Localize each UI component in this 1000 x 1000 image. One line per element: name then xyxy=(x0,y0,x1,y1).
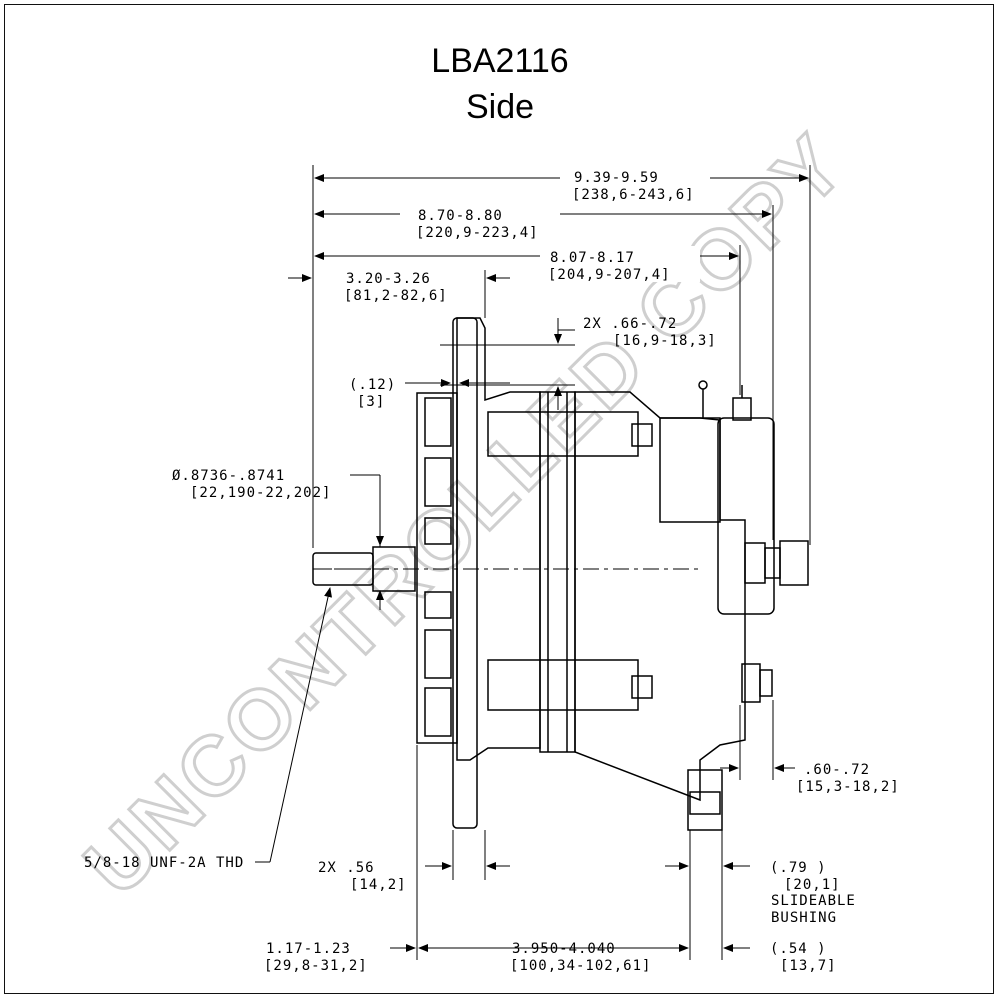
dim-bottom-left-mm: [29,8-31,2] xyxy=(264,958,368,974)
drawing-title: LBA2116 xyxy=(431,42,569,80)
dim-length-c: 8.07-8.17 xyxy=(550,250,635,266)
dim-thread: 5/8-18 UNF-2A THD xyxy=(84,855,244,871)
dim-ear-2x-mm: [16,9-18,3] xyxy=(613,333,717,349)
dim-front-length: 3.20-3.26 xyxy=(346,271,431,287)
drawing-border xyxy=(4,4,994,994)
dim-bottom-mid: 3.950-4.040 xyxy=(512,941,616,957)
dim-bushing-label-2: BUSHING xyxy=(771,910,837,926)
dim-gap-mm: [3] xyxy=(357,394,385,410)
drawing-subtitle: Side xyxy=(465,88,535,126)
alternator-body xyxy=(312,317,809,831)
dimension-labels: 9.39-9.59 [238,6-243,6] 8.70-8.80 [220,9… xyxy=(84,166,900,974)
dim-mount-2x-mm: [14,2] xyxy=(350,877,407,893)
dim-bushing-label-1: SLIDEABLE xyxy=(771,893,856,909)
dim-bushing: (.79 ) xyxy=(770,860,827,876)
dim-terminal-mm: [15,3-18,2] xyxy=(796,779,900,795)
dim-bottom-left: 1.17-1.23 xyxy=(266,941,351,957)
dim-ear-2x: 2X .66-.72 xyxy=(583,316,677,332)
dim-length-c-mm: [204,9-207,4] xyxy=(548,267,671,283)
dim-shaft-diameter-mm: [22,190-22,202] xyxy=(190,485,331,501)
dim-gap: (.12) xyxy=(349,377,396,393)
dim-length-b-mm: [220,9-223,4] xyxy=(416,225,539,241)
dim-bottom-right-mm: [13,7] xyxy=(780,958,837,974)
dim-bottom-mid-mm: [100,34-102,61] xyxy=(510,958,651,974)
dim-bushing-mm: [20,1] xyxy=(784,877,841,893)
dim-bottom-right: (.54 ) xyxy=(770,941,827,957)
dim-front-length-mm: [81,2-82,6] xyxy=(344,288,448,304)
dim-terminal: .60-.72 xyxy=(804,762,870,778)
dim-length-b: 8.70-8.80 xyxy=(418,208,503,224)
dim-mount-2x: 2X .56 xyxy=(318,860,375,876)
dim-overall-length: 9.39-9.59 xyxy=(574,170,659,186)
dim-overall-length-mm: [238,6-243,6] xyxy=(572,187,695,203)
dim-shaft-diameter: Ø.8736-.8741 xyxy=(172,468,285,484)
